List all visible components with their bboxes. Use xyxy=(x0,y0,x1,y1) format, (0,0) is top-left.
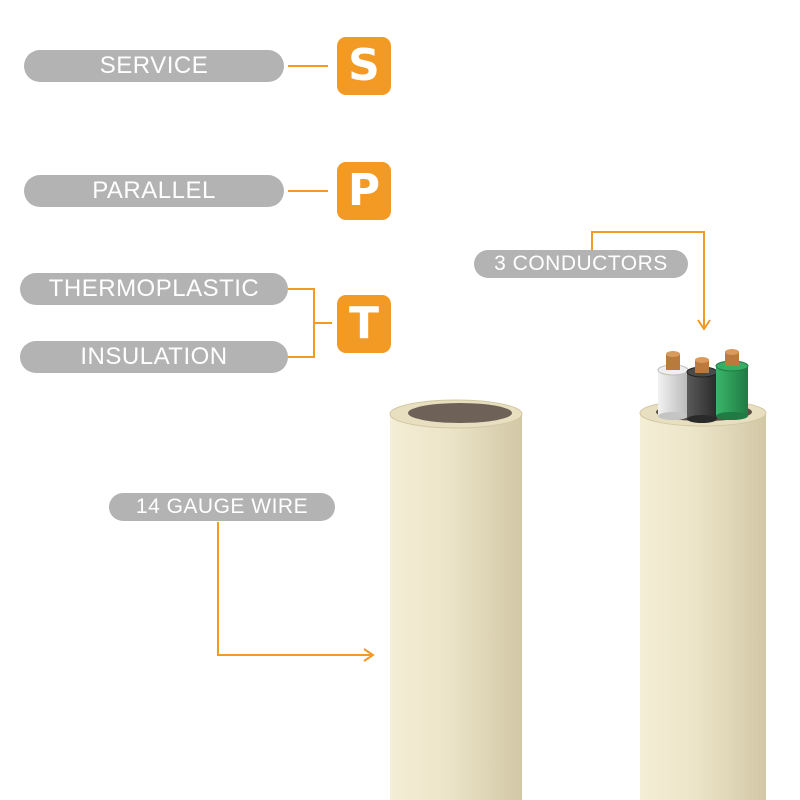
parallel-label: PARALLEL xyxy=(24,175,284,207)
gauge-callout: 14 GAUGE WIRE xyxy=(109,493,335,521)
letter-s-badge: S xyxy=(337,37,391,95)
white-conductor xyxy=(657,351,689,420)
letter-t-badge: T xyxy=(337,295,391,353)
thermoplastic-bracket xyxy=(288,288,332,358)
conductors-arrow xyxy=(591,231,711,331)
gauge-arrow xyxy=(217,522,375,662)
green-conductor xyxy=(715,349,749,420)
left-cable xyxy=(389,399,523,800)
black-conductor xyxy=(686,357,718,423)
right-cable xyxy=(639,349,767,800)
service-label: SERVICE xyxy=(24,50,284,82)
conductors-callout: 3 CONDUCTORS xyxy=(474,250,688,278)
insulation-label: INSULATION xyxy=(20,341,288,373)
letter-p-badge: P xyxy=(337,162,391,220)
thermoplastic-label: THERMOPLASTIC xyxy=(20,273,288,305)
